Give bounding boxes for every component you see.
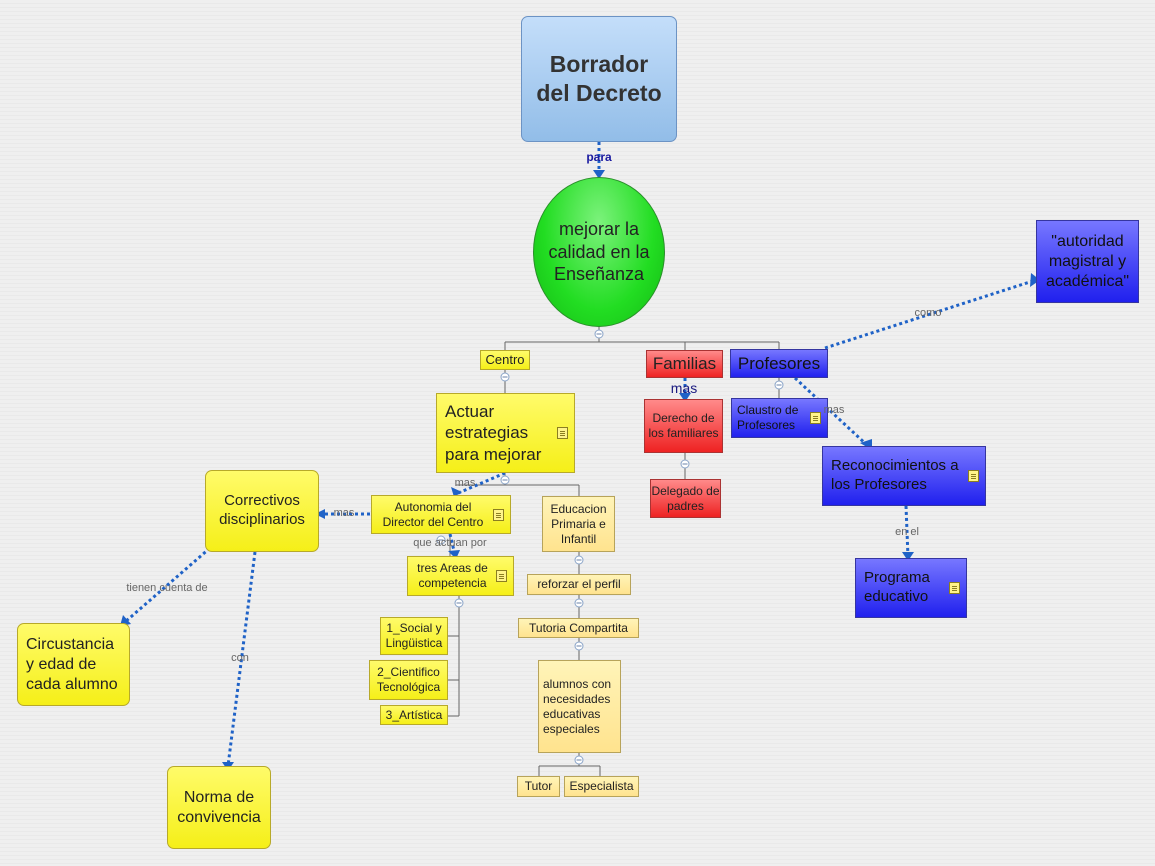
link-label-mas-familias: mas xyxy=(670,380,698,396)
collapse-toggle-tres-areas[interactable] xyxy=(454,598,464,608)
tutor-label: Tutor xyxy=(524,779,553,793)
programa-label: Programa educativo xyxy=(864,569,930,605)
root-node-borrador[interactable]: Borrador del Decreto xyxy=(521,16,677,142)
educacion-label: Educacion Primaria e Infantil xyxy=(550,501,607,546)
link-label-mas-profesores: mas xyxy=(823,404,845,416)
node-artistica[interactable]: 3_Artística xyxy=(380,705,448,725)
node-familias[interactable]: Familias xyxy=(646,350,723,378)
collapse-toggle-derecho[interactable] xyxy=(680,459,690,469)
note-icon[interactable] xyxy=(968,470,979,482)
node-social[interactable]: 1_Social y Lingüistica xyxy=(380,617,448,655)
node-norma[interactable]: Norma de convivencia xyxy=(167,766,271,849)
node-claustro[interactable]: Claustro de Profesores xyxy=(731,398,828,438)
link-label-con: con xyxy=(231,652,249,664)
node-autoridad[interactable]: "autoridad magistral y académica" xyxy=(1036,220,1139,303)
node-centro[interactable]: Centro xyxy=(480,350,530,370)
central-label: mejorar la calidad en la Enseñanza xyxy=(548,219,650,285)
link-label-tienen-cuenta: tienen cuenta de xyxy=(126,582,208,594)
node-profesores[interactable]: Profesores xyxy=(730,349,828,378)
tutoria-label: Tutoria Compartita xyxy=(529,620,628,635)
correctivos-label: Correctivos disciplinarios xyxy=(219,492,305,528)
root-label: Borrador del Decreto xyxy=(536,51,662,106)
node-reconocimientos[interactable]: Reconocimientos a los Profesores xyxy=(822,446,986,506)
collapse-toggle-tutoria[interactable] xyxy=(574,641,584,651)
artistica-label: 3_Artística xyxy=(385,707,443,722)
node-actuar[interactable]: Actuar estrategias para mejorar xyxy=(436,393,575,473)
node-cientifico[interactable]: 2_Cientifico Tecnológica xyxy=(369,660,448,700)
note-icon[interactable] xyxy=(493,508,504,521)
node-educacion[interactable]: Educacion Primaria e Infantil xyxy=(542,496,615,552)
link-label-en-el: en el xyxy=(895,526,919,538)
collapse-toggle-centro[interactable] xyxy=(500,372,510,382)
node-autonomia[interactable]: Autonomia del Director del Centro xyxy=(371,495,511,534)
claustro-label: Claustro de Profesores xyxy=(737,403,799,432)
node-reforzar[interactable]: reforzar el perfil xyxy=(527,574,631,595)
derecho-label: Derecho de los familiares xyxy=(648,411,719,440)
link-label-que-actuan: que actuan por xyxy=(413,537,487,549)
collapse-toggle-profesores[interactable] xyxy=(774,380,784,390)
note-icon[interactable] xyxy=(949,582,960,594)
familias-label: Familias xyxy=(652,354,717,374)
collapse-toggle-alumnos[interactable] xyxy=(574,755,584,765)
note-icon[interactable] xyxy=(496,570,507,582)
norma-label: Norma de convivencia xyxy=(177,788,261,826)
autonomia-label: Autonomia del Director del Centro xyxy=(382,499,484,529)
node-delegado[interactable]: Delegado de padres xyxy=(650,479,721,518)
collapse-toggle-educacion[interactable] xyxy=(574,555,584,565)
especialista-label: Especialista xyxy=(569,779,634,793)
link-label-mas-correctivos: mas xyxy=(333,507,355,519)
link-label-para: para xyxy=(586,150,612,164)
note-icon[interactable] xyxy=(557,427,568,439)
collapse-toggle-central[interactable] xyxy=(594,329,604,339)
reforzar-label: reforzar el perfil xyxy=(537,577,621,591)
node-circunstancia[interactable]: Circustancia y edad de cada alumno xyxy=(17,623,130,706)
autoridad-label: "autoridad magistral y académica" xyxy=(1045,232,1130,290)
actuar-label: Actuar estrategias para mejorar xyxy=(445,402,542,464)
centro-label: Centro xyxy=(485,351,525,367)
social-label: 1_Social y Lingüistica xyxy=(385,621,443,650)
delegado-label: Delegado de padres xyxy=(651,483,720,513)
link-label-como: como xyxy=(914,307,942,319)
tres-areas-label: tres Areas de competencia xyxy=(417,561,488,590)
note-icon[interactable] xyxy=(810,412,821,424)
node-programa[interactable]: Programa educativo xyxy=(855,558,967,618)
alumnos-label: alumnos con necesidades educativas espec… xyxy=(543,676,612,736)
node-tres-areas[interactable]: tres Areas de competencia xyxy=(407,556,514,596)
node-derecho[interactable]: Derecho de los familiares xyxy=(644,399,723,453)
link-label-mas-actuar: mas xyxy=(454,477,476,489)
collapse-toggle-autonomia[interactable] xyxy=(436,535,446,545)
cientifico-label: 2_Cientifico Tecnológica xyxy=(376,665,441,694)
node-alumnos[interactable]: alumnos con necesidades educativas espec… xyxy=(538,660,621,753)
reconocimientos-label: Reconocimientos a los Profesores xyxy=(831,457,959,493)
circunstancia-label: Circustancia y edad de cada alumno xyxy=(26,635,118,693)
node-tutor[interactable]: Tutor xyxy=(517,776,560,797)
central-node-mejorar[interactable]: mejorar la calidad en la Enseñanza xyxy=(533,177,665,327)
node-correctivos[interactable]: Correctivos disciplinarios xyxy=(205,470,319,552)
profesores-label: Profesores xyxy=(737,353,821,373)
node-tutoria[interactable]: Tutoria Compartita xyxy=(518,618,639,638)
collapse-toggle-actuar[interactable] xyxy=(500,475,510,485)
node-especialista[interactable]: Especialista xyxy=(564,776,639,797)
collapse-toggle-reforzar[interactable] xyxy=(574,598,584,608)
